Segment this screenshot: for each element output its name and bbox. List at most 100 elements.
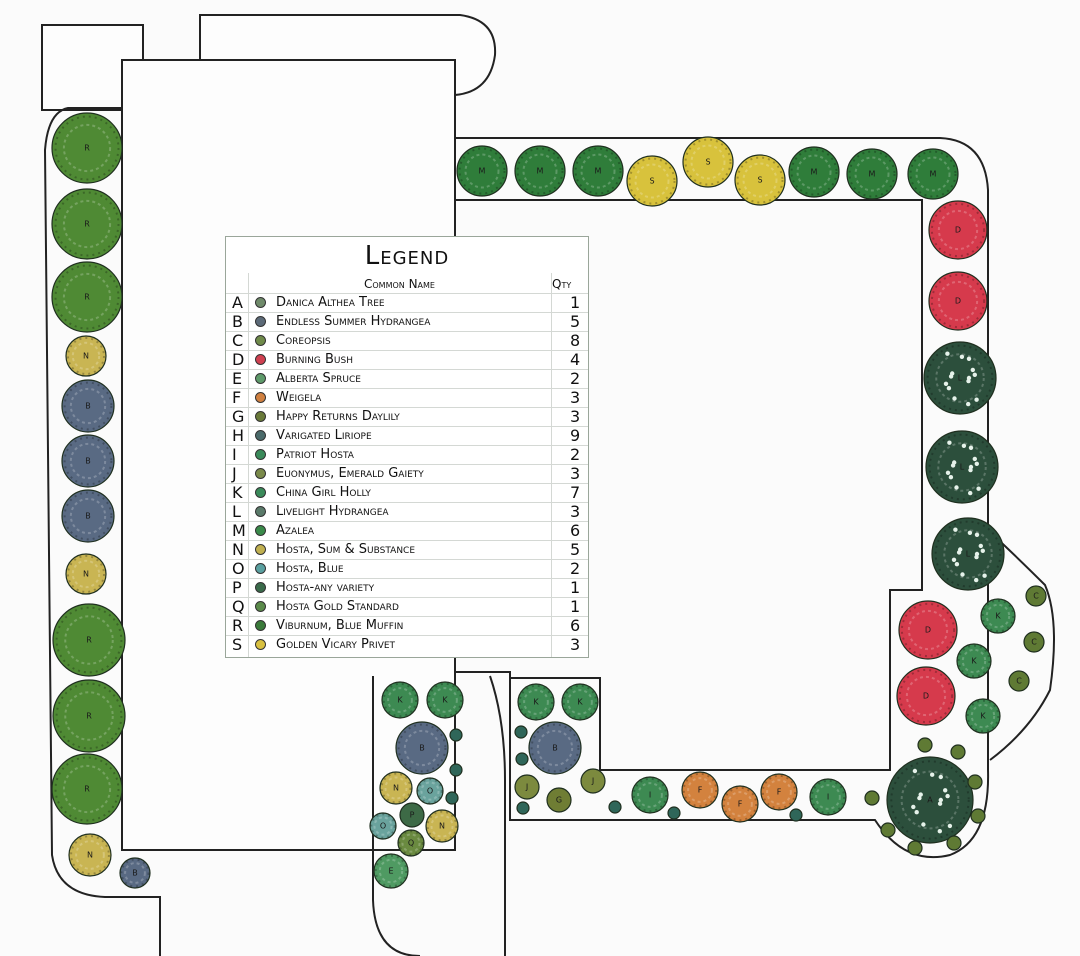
plant-label: R — [84, 144, 90, 153]
plant-texture — [370, 813, 396, 839]
plant-s: S — [682, 136, 734, 188]
plant-symbol-icon — [1023, 631, 1045, 653]
plant-b: B — [528, 721, 582, 775]
plant-texture — [71, 559, 101, 589]
plant-texture — [907, 609, 949, 651]
plant-label: D — [925, 626, 931, 635]
plant-label: I — [649, 791, 651, 800]
plant-swatch-icon — [255, 506, 266, 517]
plant-texture — [810, 779, 846, 815]
plant-symbol-icon — [965, 698, 1001, 734]
plant-symbol-icon — [846, 148, 898, 200]
plant-texture — [890, 760, 970, 840]
flower-speck — [945, 470, 951, 475]
legend-common-name: Danica Althea Tree — [276, 295, 385, 310]
plant-texture — [62, 272, 112, 322]
flower-speck — [976, 486, 981, 491]
plant-symbol-icon — [980, 598, 1016, 634]
plant-swatch-icon — [255, 601, 266, 612]
plant-symbol-icon — [514, 774, 540, 800]
flower-speck — [946, 386, 952, 391]
plant-label: B — [85, 402, 91, 411]
flower-speck — [945, 793, 950, 799]
plant-symbol-icon — [397, 829, 425, 857]
plant-symbol-icon — [580, 768, 606, 794]
flower-speck — [937, 829, 942, 834]
plant-label: B — [552, 744, 558, 753]
legend-qty: 3 — [570, 502, 581, 521]
plant-label: K — [995, 612, 1001, 621]
plant-n: N — [65, 335, 107, 377]
plant-label: S — [705, 158, 710, 167]
plant-symbol-icon — [51, 261, 123, 333]
plant-m: M — [456, 145, 508, 197]
plant-symbol-icon — [51, 753, 123, 825]
legend-code: K — [232, 483, 243, 502]
plant-texture — [567, 689, 593, 715]
plant-m: M — [907, 148, 959, 200]
plant-swatch-icon — [255, 563, 266, 574]
plant-texture — [985, 603, 1011, 629]
flower-speck — [952, 396, 957, 401]
legend-common-name: Burning Bush — [276, 352, 353, 367]
plant-symbol-icon — [626, 155, 678, 207]
legend-common-name: Happy Returns Daylily — [276, 409, 400, 424]
plant-label: M — [595, 167, 602, 176]
legend-common-name: China Girl Holly — [276, 485, 371, 500]
plant-texture — [373, 816, 393, 836]
plant-h — [514, 725, 528, 739]
plant-texture — [628, 157, 676, 205]
flower-speck — [980, 548, 985, 553]
plant-symbol-icon — [561, 683, 599, 721]
plant-texture — [62, 123, 112, 173]
plant-c: C — [1025, 585, 1047, 607]
plant-c: C — [1023, 631, 1045, 653]
plant-r: R — [51, 261, 123, 333]
plant-symbol-icon — [667, 806, 681, 820]
plant-texture — [580, 153, 616, 189]
plant-symbol-icon — [886, 756, 974, 844]
legend-qty: 9 — [570, 426, 581, 445]
plant-texture — [562, 684, 598, 720]
flower-speck — [960, 572, 965, 577]
plant-symbol-icon — [517, 683, 555, 721]
plant-texture — [69, 387, 107, 425]
plant-symbol-icon — [379, 771, 413, 805]
legend-qty: 3 — [570, 407, 581, 426]
plant-texture — [398, 830, 424, 856]
plant-l: L — [923, 341, 997, 415]
plant-label: R — [84, 220, 90, 229]
plant-symbol-icon — [515, 752, 529, 766]
plant-symbol-icon — [681, 771, 719, 809]
plant-symbol-icon — [61, 379, 115, 433]
legend-common-name: Golden Vicary Privet — [276, 637, 396, 652]
legend-qty: 2 — [570, 559, 581, 578]
plant-n: N — [65, 553, 107, 595]
plant-c: C — [1008, 670, 1030, 692]
plant-texture — [430, 814, 454, 838]
plant-texture — [926, 344, 994, 412]
plant-texture — [67, 337, 105, 375]
plant-texture — [397, 723, 447, 773]
plant-texture — [378, 858, 404, 884]
plant-symbol-icon — [449, 728, 463, 742]
plant-texture — [380, 772, 412, 804]
plant-texture — [374, 854, 408, 888]
plant-swatch-icon — [255, 430, 266, 441]
plant-m: M — [788, 146, 840, 198]
flower-speck — [938, 797, 943, 803]
plant-symbol-icon — [528, 721, 582, 775]
plant-texture — [464, 153, 500, 189]
plant-texture — [727, 791, 753, 817]
plant-texture — [64, 691, 114, 741]
legend-qty: 4 — [570, 350, 581, 369]
plant-label: N — [83, 570, 89, 579]
plant-texture — [70, 835, 110, 875]
flower-speck — [953, 527, 958, 532]
plant-texture — [427, 682, 463, 718]
plant-k: K — [561, 683, 599, 721]
plant-texture — [62, 764, 112, 814]
inner-wing-outline — [455, 199, 923, 771]
